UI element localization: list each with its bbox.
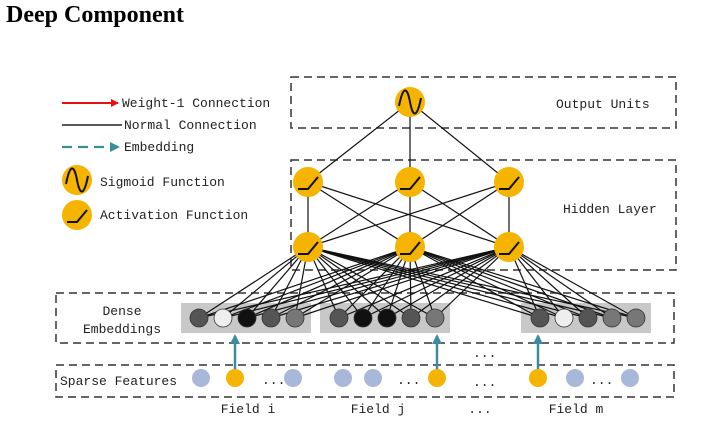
embedding-to-hidden-connection — [270, 246, 411, 319]
activation-neuron-icon — [494, 232, 524, 262]
embedding-to-hidden-connection — [198, 246, 411, 319]
embedding-to-hidden-connection — [409, 246, 637, 319]
legend-embedding-label: Embedding — [124, 140, 194, 155]
legend: Weight-1 Connection Normal Connection Em… — [62, 96, 270, 230]
embedding-node — [377, 308, 397, 328]
embedding-to-hidden-connection — [222, 246, 309, 319]
embedding-node — [578, 308, 598, 328]
sparse-feature-node — [284, 369, 302, 387]
embedding-arrows — [230, 334, 543, 370]
sparse-feature-node — [364, 369, 382, 387]
sparse-feature-node-active — [226, 369, 244, 387]
embedding-to-hidden-connection — [508, 246, 589, 319]
embedding-node — [401, 308, 421, 328]
ellipsis-sparse-i: ... — [262, 373, 285, 388]
hidden-layer-label: Hidden Layer — [563, 202, 657, 217]
embedding-node — [213, 308, 233, 328]
output-units-box — [290, 76, 677, 129]
legend-weight1-label: Weight-1 Connection — [122, 96, 270, 111]
ellipsis-embeddings: ... — [473, 346, 496, 361]
embedding-node — [353, 308, 373, 328]
ellipsis-sparse-m: ... — [590, 373, 613, 388]
activation-neuron-icon — [293, 232, 323, 262]
embedding-node — [602, 308, 622, 328]
embedding-to-hidden-connection — [198, 246, 309, 319]
activation-neuron-icon — [395, 167, 425, 197]
activation-neuron-icon — [494, 167, 524, 197]
embedding-node — [530, 308, 550, 328]
ellipsis-sparse-j: ... — [397, 373, 420, 388]
embedding-to-hidden-connection — [270, 246, 510, 319]
embedding-node — [626, 308, 646, 328]
neuron-nodes — [293, 87, 524, 262]
embedding-to-hidden-connection — [198, 246, 510, 319]
hidden-to-output-connection — [409, 101, 510, 183]
ellipsis-fields: ... — [468, 402, 491, 417]
embedding-to-hidden-connection — [294, 246, 510, 319]
embedding-to-hidden-connection — [222, 246, 510, 319]
sparse-feature-node-active — [529, 369, 547, 387]
embedding-to-hidden-connection — [307, 246, 565, 319]
embedding-to-hidden-connection — [307, 246, 613, 319]
activation-neuron-icon — [293, 167, 323, 197]
hidden-to-hidden-connection — [307, 181, 411, 248]
embedding-to-hidden-connection — [307, 246, 541, 319]
embedding-to-hidden-connection — [508, 246, 613, 319]
legend-sigmoid-label: Sigmoid Function — [100, 175, 225, 190]
sparse-feature-node-active — [428, 369, 446, 387]
connection-lines — [198, 101, 637, 319]
field-j-label: Field j — [351, 402, 406, 417]
dense-label-line1: Dense — [102, 304, 141, 319]
activation-function-icon — [62, 200, 92, 230]
activation-neuron-icon — [395, 232, 425, 262]
embedding-node — [237, 308, 257, 328]
embedding-to-hidden-connection — [338, 246, 411, 319]
embedding-node — [285, 308, 305, 328]
sparse-feature-node — [621, 369, 639, 387]
embedding-nodes — [189, 308, 646, 328]
embedding-to-hidden-connection — [409, 246, 565, 319]
embedding-to-hidden-connection — [294, 246, 411, 319]
field-i-label: Field i — [221, 402, 276, 417]
embedding-to-hidden-connection — [307, 246, 589, 319]
embedding-node — [329, 308, 349, 328]
embedding-to-hidden-connection — [409, 246, 613, 319]
output-units-label: Output Units — [556, 97, 650, 112]
embedding-to-hidden-connection — [508, 246, 637, 319]
embedding-to-hidden-connection — [307, 246, 436, 319]
sparse-feature-nodes — [192, 369, 639, 387]
embedding-to-hidden-connection — [222, 246, 411, 319]
hidden-to-hidden-connection — [409, 181, 510, 248]
legend-normal-label: Normal Connection — [124, 118, 257, 133]
embedding-node — [425, 308, 445, 328]
sparse-feature-node — [566, 369, 584, 387]
dense-embeddings-box — [55, 292, 675, 344]
sparse-feature-node — [192, 369, 210, 387]
embedding-node — [554, 308, 574, 328]
embedding-to-hidden-connection — [409, 246, 589, 319]
embedding-to-hidden-connection — [246, 246, 411, 319]
embedding-node — [189, 308, 209, 328]
embedding-to-hidden-connection — [307, 246, 637, 319]
embedding-to-hidden-connection — [409, 246, 541, 319]
embedding-to-hidden-connection — [307, 246, 412, 319]
ellipsis-between-fields: ... — [473, 375, 496, 390]
sparse-features-label: Sparse Features — [60, 374, 177, 389]
embedding-node — [261, 308, 281, 328]
sparse-feature-node — [334, 369, 352, 387]
sigmoid-function-icon — [62, 165, 92, 195]
embedding-to-hidden-connection — [246, 246, 510, 319]
legend-activation-label: Activation Function — [100, 208, 248, 223]
embedding-to-hidden-connection — [246, 246, 309, 319]
field-m-label: Field m — [549, 402, 604, 417]
hidden-to-hidden-connection — [307, 181, 510, 248]
embedding-to-hidden-connection — [307, 246, 388, 319]
page-title: Deep Component — [6, 2, 184, 28]
hidden-to-output-connection — [307, 101, 411, 183]
dense-label-line2: Embeddings — [83, 322, 161, 337]
sigmoid-neuron-icon — [395, 87, 425, 117]
